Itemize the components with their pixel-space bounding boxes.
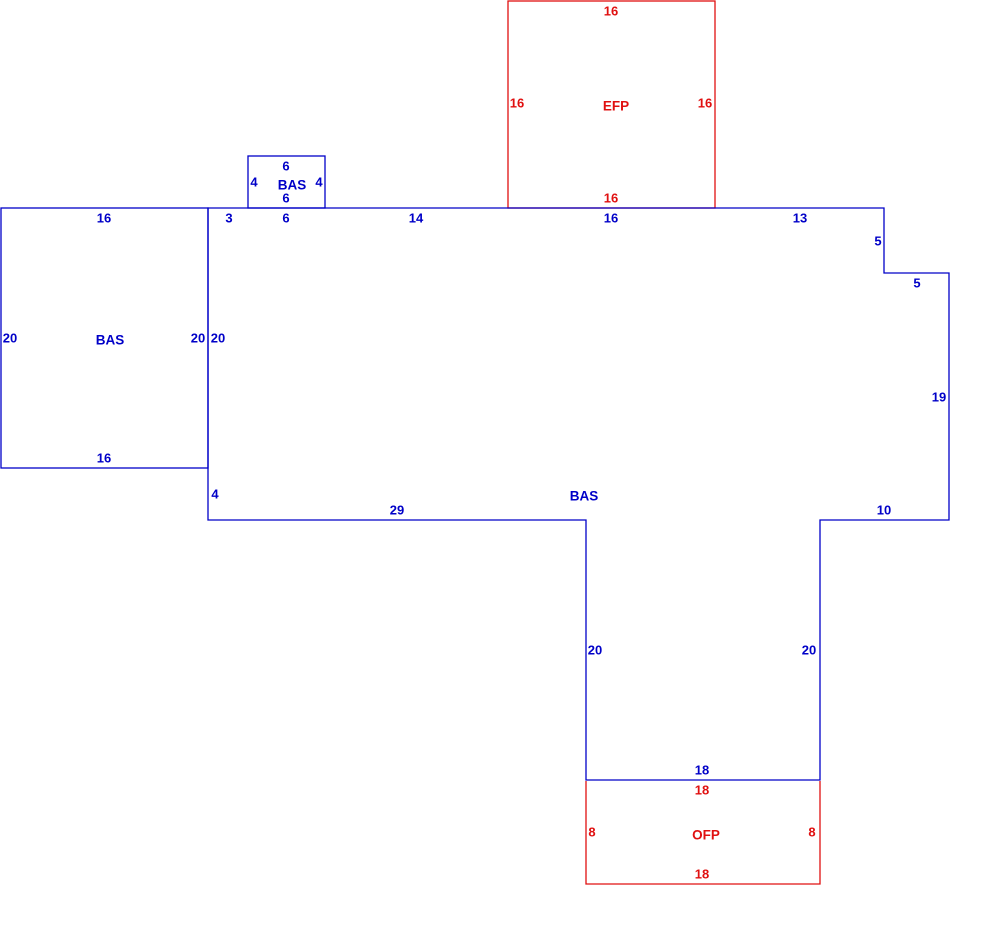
bas-main-step-right-dimension: 5 [913,275,920,290]
bas-main-left-low-dimension: 4 [211,486,219,501]
bas-main-top-a-dimension: 3 [225,210,232,225]
bas-small-area: BAS 6 4 4 6 [247,155,326,209]
bas-small-bottom-dimension: 6 [282,190,289,205]
bas-main-left-dimension: 20 [211,330,225,345]
bas-main-top-d-dimension: 16 [604,210,618,225]
efp-area-label: EFP [603,99,629,114]
ofp-bottom-dimension: 18 [695,866,709,881]
ofp-top-dimension: 18 [695,782,709,797]
bas-small-area-label: BAS [278,178,307,193]
bas-main-bottom-left-dimension: 29 [390,502,404,517]
bas-small-left-dimension: 4 [250,174,258,189]
ofp-left-dimension: 8 [588,824,595,839]
bas-small-top-dimension: 6 [282,158,289,173]
bas-main-leg-bottom-dimension: 18 [695,762,709,777]
efp-left-dimension: 16 [510,95,524,110]
bas-main-top-b-dimension: 6 [282,210,289,225]
bas-main-top-c-dimension: 14 [409,210,424,225]
bas-left-top-dimension: 16 [97,210,111,225]
bas-main-step-down-dimension: 5 [874,233,881,248]
bas-small-right-dimension: 4 [315,174,323,189]
bas-main-leg-left-dimension: 20 [588,642,602,657]
efp-top-dimension: 16 [604,3,618,18]
bas-main-bottom-right-dimension: 10 [877,502,891,517]
ofp-area-label: OFP [692,828,720,843]
ofp-area: OFP 18 8 8 18 [585,781,821,885]
bas-left-left-dimension: 20 [3,330,17,345]
bas-main-area-label: BAS [570,489,599,504]
bas-left-area-label: BAS [96,333,125,348]
bas-main-top-e-dimension: 13 [793,210,807,225]
bas-left-right-dimension: 20 [191,330,205,345]
efp-right-dimension: 16 [698,95,712,110]
ofp-outline [585,781,821,885]
ofp-right-dimension: 8 [808,824,815,839]
bas-main-outline [207,207,950,781]
bas-main-right-dimension: 19 [932,389,946,404]
efp-area: EFP 16 16 16 16 [507,0,716,209]
efp-bottom-dimension: 16 [604,190,618,205]
bas-left-area: BAS 16 20 20 16 [0,207,209,469]
bas-main-area: BAS 3 6 14 16 13 5 5 19 10 20 18 20 29 4… [207,207,950,781]
bas-main-leg-right-dimension: 20 [802,642,816,657]
bas-left-bottom-dimension: 16 [97,450,111,465]
